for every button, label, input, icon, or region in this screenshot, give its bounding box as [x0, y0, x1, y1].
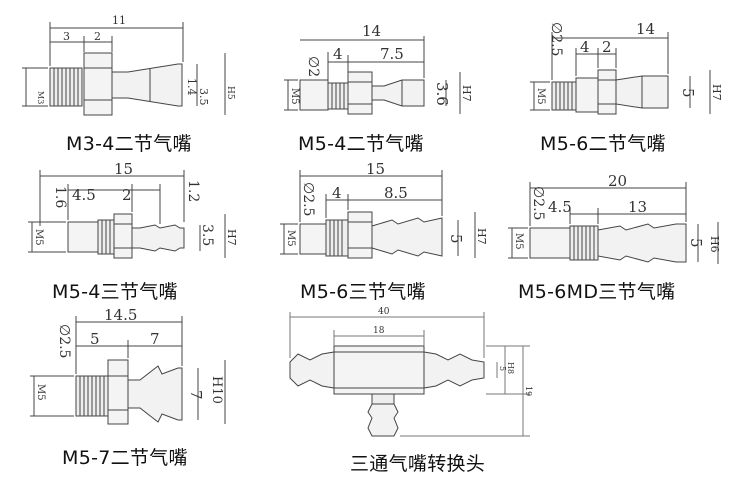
part6-hex-dim: H6 — [708, 236, 721, 253]
part4-hex-dim: H7 — [225, 229, 238, 246]
part6-a-dim: 4.5 — [548, 198, 572, 216]
part-m5-7-drawing — [30, 316, 226, 425]
part4-id-dim: 1.2 — [185, 180, 201, 202]
part4-od-dim: 3.5 — [199, 224, 215, 246]
part5-hex-dim: H7 — [475, 228, 488, 245]
part-m5-4-drawing — [284, 36, 461, 115]
part1-id-dim: 1.4 — [185, 78, 198, 96]
part7-b-dim: 7 — [150, 330, 160, 348]
part7-hex-dim: H10 — [209, 376, 224, 404]
part1-thread-dim: M3 — [36, 91, 45, 104]
part4-thread-dim: M5 — [33, 229, 44, 246]
part7-od-dim: 7 — [187, 390, 205, 400]
caption-m3-4: M3-4二节气嘴 — [66, 133, 192, 155]
part3-bore-dim: ∅2.5 — [548, 22, 564, 56]
part1-od-dim: 3.5 — [197, 88, 210, 106]
part7-thread-dim: M5 — [35, 384, 46, 401]
part6-od-dim: 5 — [687, 238, 705, 248]
part2-thread-dim: M5 — [289, 88, 300, 105]
part8-od-dim: 5 — [498, 366, 507, 371]
part5-total-dim: 15 — [366, 160, 385, 178]
part4-bore-dim: 1.6 — [52, 186, 68, 208]
part1-b-dim: 2 — [94, 30, 101, 43]
part1-total-dim: 11 — [112, 14, 126, 27]
part5-bore-dim: ∅2.5 — [300, 182, 316, 216]
caption-m5-4-three: M5-4三节气嘴 — [52, 281, 178, 303]
part3-b-dim: 2 — [602, 38, 612, 56]
part7-bore-dim: ∅2.5 — [56, 324, 72, 358]
part-m5-6md-drawing — [508, 182, 719, 264]
dimension-labels: 11 3 2 M3 3.5 1.4 H5 14 4 7.5 ∅2 M5 3.6 … — [33, 14, 723, 404]
part5-b-dim: 8.5 — [384, 184, 408, 202]
part5-thread-dim: M5 — [285, 230, 296, 247]
part8-height-dim: 19 — [524, 386, 533, 396]
part2-a-dim: 4 — [333, 45, 343, 63]
caption-m5-7: M5-7二节气嘴 — [62, 447, 188, 469]
part2-hex-dim: H7 — [460, 85, 473, 102]
part2-b-dim: 7.5 — [380, 45, 404, 63]
part6-b-dim: 13 — [628, 198, 647, 216]
part3-total-dim: 14 — [636, 20, 655, 38]
part-tee-drawing — [289, 312, 530, 437]
part6-thread-dim: M5 — [513, 233, 524, 250]
part8-hex-dim: H8 — [506, 362, 515, 374]
part3-thread-dim: M5 — [535, 88, 546, 105]
part5-a-dim: 4 — [332, 184, 342, 202]
part7-a-dim: 5 — [90, 330, 100, 348]
part2-total-dim: 14 — [362, 22, 381, 40]
caption-m5-4: M5-4二节气嘴 — [298, 133, 424, 155]
part4-a-dim: 4.5 — [72, 186, 96, 204]
part2-od-dim: 3.6 — [433, 82, 451, 106]
part7-total-dim: 14.5 — [104, 306, 137, 324]
part5-od-dim: 5 — [447, 234, 465, 244]
part1-hex-dim: H5 — [225, 86, 235, 100]
caption-m5-6: M5-6二节气嘴 — [540, 133, 666, 155]
caption-m5-6md: M5-6MD三节气嘴 — [518, 281, 676, 303]
part-m3-4-drawing — [22, 22, 226, 116]
part-m5-6-three-drawing — [280, 170, 476, 259]
part1-a-dim: 3 — [63, 30, 70, 43]
part8-total-dim: 40 — [378, 307, 390, 317]
part8-body-dim: 18 — [373, 326, 385, 336]
caption-tee-adapter: 三通气嘴转换头 — [350, 453, 486, 475]
caption-m5-6-three: M5-6三节气嘴 — [300, 281, 426, 303]
part2-bore-dim: ∅2 — [305, 56, 321, 77]
part6-total-dim: 20 — [608, 172, 627, 190]
part4-b-dim: 2 — [122, 186, 132, 204]
part3-hex-dim: H7 — [710, 84, 723, 101]
part3-a-dim: 4 — [580, 38, 590, 56]
part6-bore-dim: ∅2.5 — [530, 186, 546, 220]
part3-od-dim: 5 — [679, 88, 697, 98]
part-m5-4-three-drawing — [28, 170, 226, 259]
part-m5-6-drawing — [530, 32, 711, 115]
part4-total-dim: 15 — [114, 160, 133, 178]
